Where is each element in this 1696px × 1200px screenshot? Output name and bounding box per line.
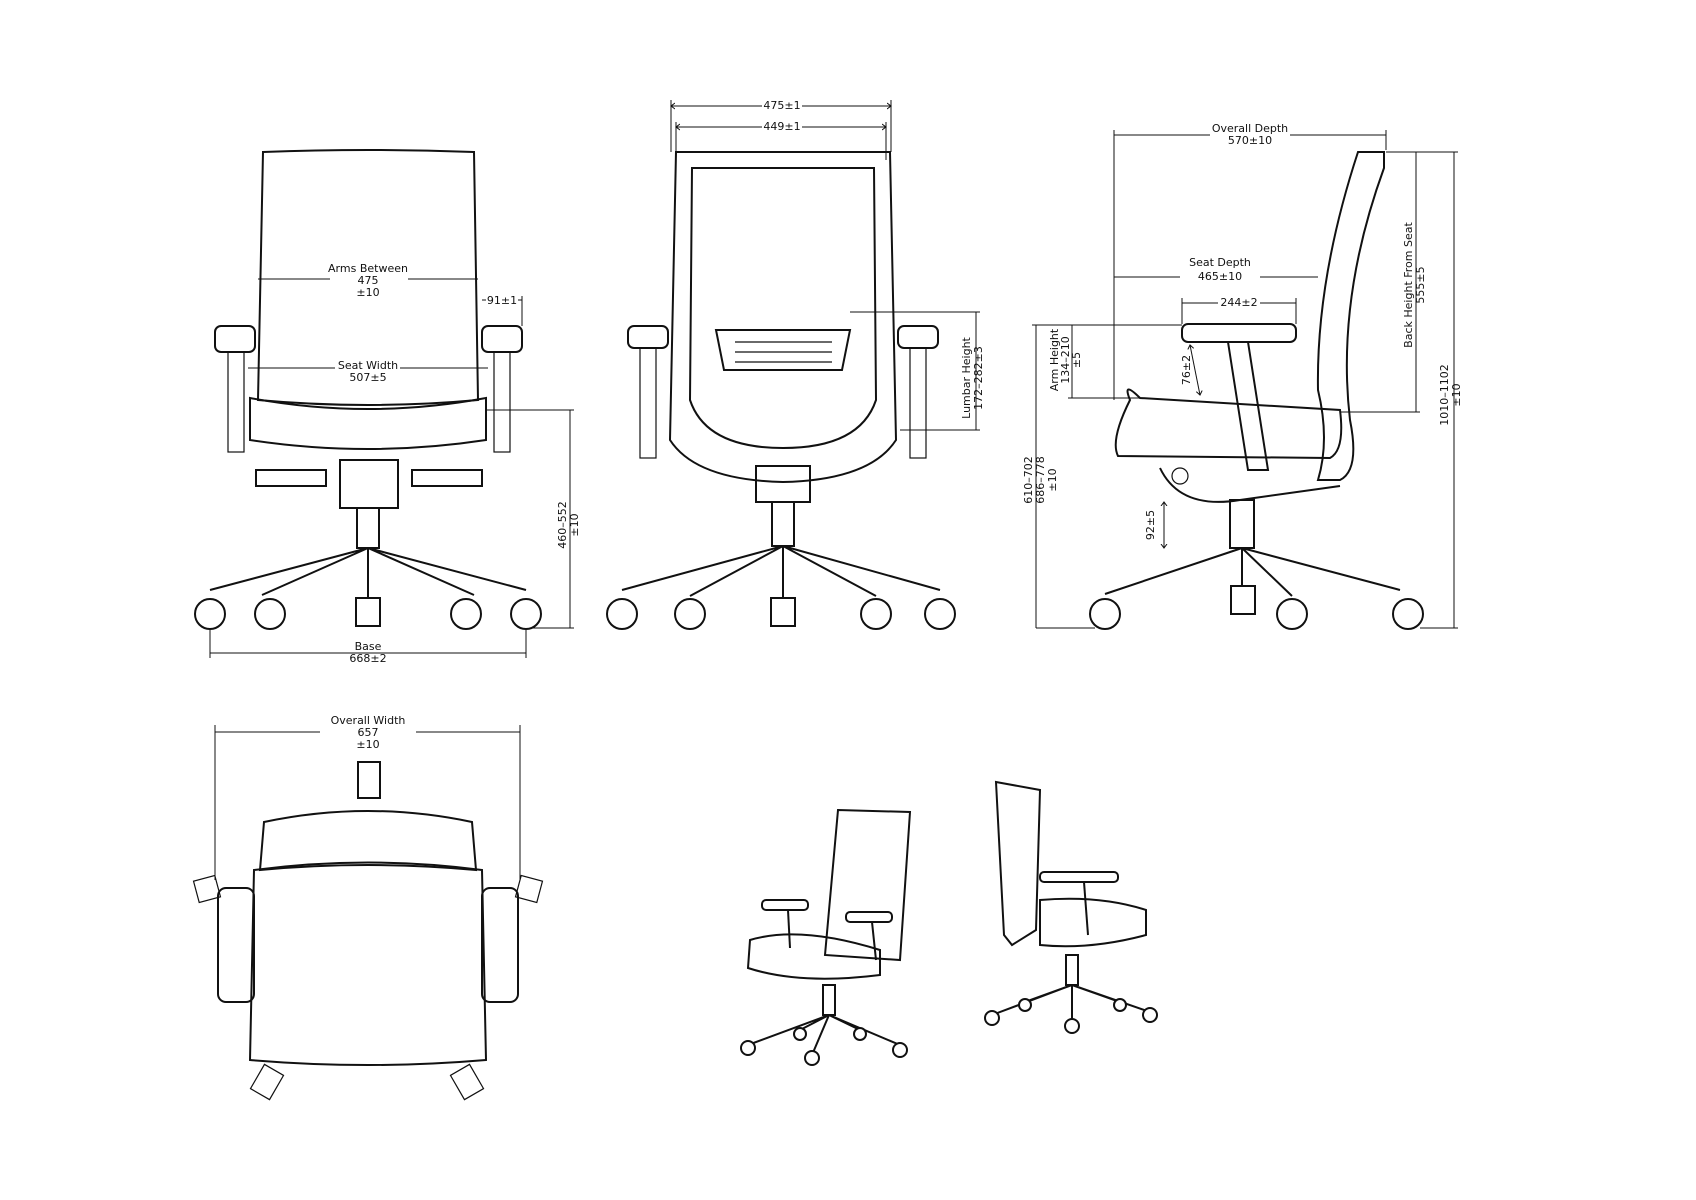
arms-between-tol: ±10: [356, 286, 379, 299]
back-mesh: [688, 167, 878, 450]
arm-floor-height-2: 686–778: [1034, 456, 1047, 504]
front-dimensions: Arms Between 475 ±10 91±1 Seat Width 507…: [209, 262, 581, 665]
overall-height-tol: ±10: [1450, 383, 1463, 406]
back-height-value: 555±5: [1414, 266, 1427, 303]
back-armpad-left: [627, 325, 669, 349]
front-armpost-right: [493, 351, 511, 453]
back-inner-width: 449±1: [763, 120, 800, 133]
front-gas-lift: [356, 507, 380, 549]
lumbar-height-label: Lumbar Height: [960, 336, 973, 418]
back-mechanism: [755, 465, 811, 503]
side-armpost: [1226, 341, 1270, 471]
top-armpad-left: [217, 887, 255, 1003]
back-view-chair: [606, 151, 956, 630]
front-armpad-right: [481, 325, 523, 353]
overall-width-label: Overall Width: [331, 714, 406, 727]
arm-slide-dim: 76±2: [1180, 355, 1193, 385]
front-base-legs: [209, 547, 527, 610]
overall-width-value: 657: [358, 726, 379, 739]
arm-height-tol: ±5: [1070, 352, 1083, 368]
top-dimensions: Overall Width 657 ±10: [214, 712, 521, 880]
base-label: Base: [355, 640, 382, 653]
arm-height-label: Arm Height: [1048, 328, 1061, 391]
top-armpad-right: [481, 887, 519, 1003]
top-backrest: [258, 810, 478, 872]
seat-height-value: 460–552: [556, 501, 569, 549]
front-seat: [249, 396, 487, 450]
gas-lift-dim: 92±5: [1144, 510, 1157, 540]
base-value: 668±2: [349, 652, 386, 665]
perspective-back-chair: [984, 780, 1158, 1034]
lumbar-height-value: 172–282±3: [972, 346, 985, 410]
arms-between-value: 475: [358, 274, 379, 287]
overall-depth-label: Overall Depth: [1212, 122, 1288, 135]
side-dimensions: Overall Depth 570±10 Seat Depth 465±10 2…: [1022, 122, 1463, 629]
armpad-depth-dim: 244±2: [1220, 296, 1257, 309]
overall-depth-value: 570±10: [1228, 134, 1272, 147]
overall-width-tol: ±10: [356, 738, 379, 751]
front-armpost-left: [227, 351, 245, 453]
seat-height-tol: ±10: [568, 513, 581, 536]
top-headpiece: [357, 761, 381, 799]
front-mechanism: [339, 459, 399, 509]
back-height-label: Back Height From Seat: [1402, 222, 1415, 348]
side-view-chair: [1089, 151, 1424, 630]
seat-width-value: 507±5: [349, 371, 386, 384]
lumbar-support: [714, 329, 852, 371]
arm-height-value: 134–210: [1059, 336, 1072, 384]
side-seat: [1114, 388, 1343, 460]
back-casters: [606, 597, 956, 630]
back-armpad-right: [897, 325, 939, 349]
back-outer-width: 475±1: [763, 99, 800, 112]
front-mech-left: [255, 469, 327, 487]
front-armpad-left: [214, 325, 256, 353]
front-casters: [194, 597, 542, 630]
front-mech-right: [411, 469, 483, 487]
top-seat: [248, 861, 488, 1066]
side-casters: [1089, 585, 1424, 630]
seat-depth-value: 465±10: [1198, 270, 1242, 283]
side-backrest: [1316, 151, 1385, 481]
seat-width-label: Seat Width: [338, 359, 398, 372]
arm-floor-height-tol: ±10: [1046, 468, 1059, 491]
back-dimensions: 475±1 449±1 Lumbar Height 172–282±3: [671, 99, 985, 431]
seat-depth-label: Seat Depth: [1189, 256, 1251, 269]
top-view-chair: [192, 761, 544, 1101]
armrest-width-dim: 91±1: [487, 294, 517, 307]
arm-floor-height-1: 610–702: [1022, 456, 1035, 504]
perspective-front-chair: [740, 808, 912, 1066]
front-view-chair: [194, 149, 542, 630]
arms-between-label: Arms Between: [328, 262, 408, 275]
side-armpad: [1181, 323, 1297, 343]
overall-height-value: 1010–1102: [1438, 364, 1451, 426]
back-frame: [668, 151, 898, 484]
